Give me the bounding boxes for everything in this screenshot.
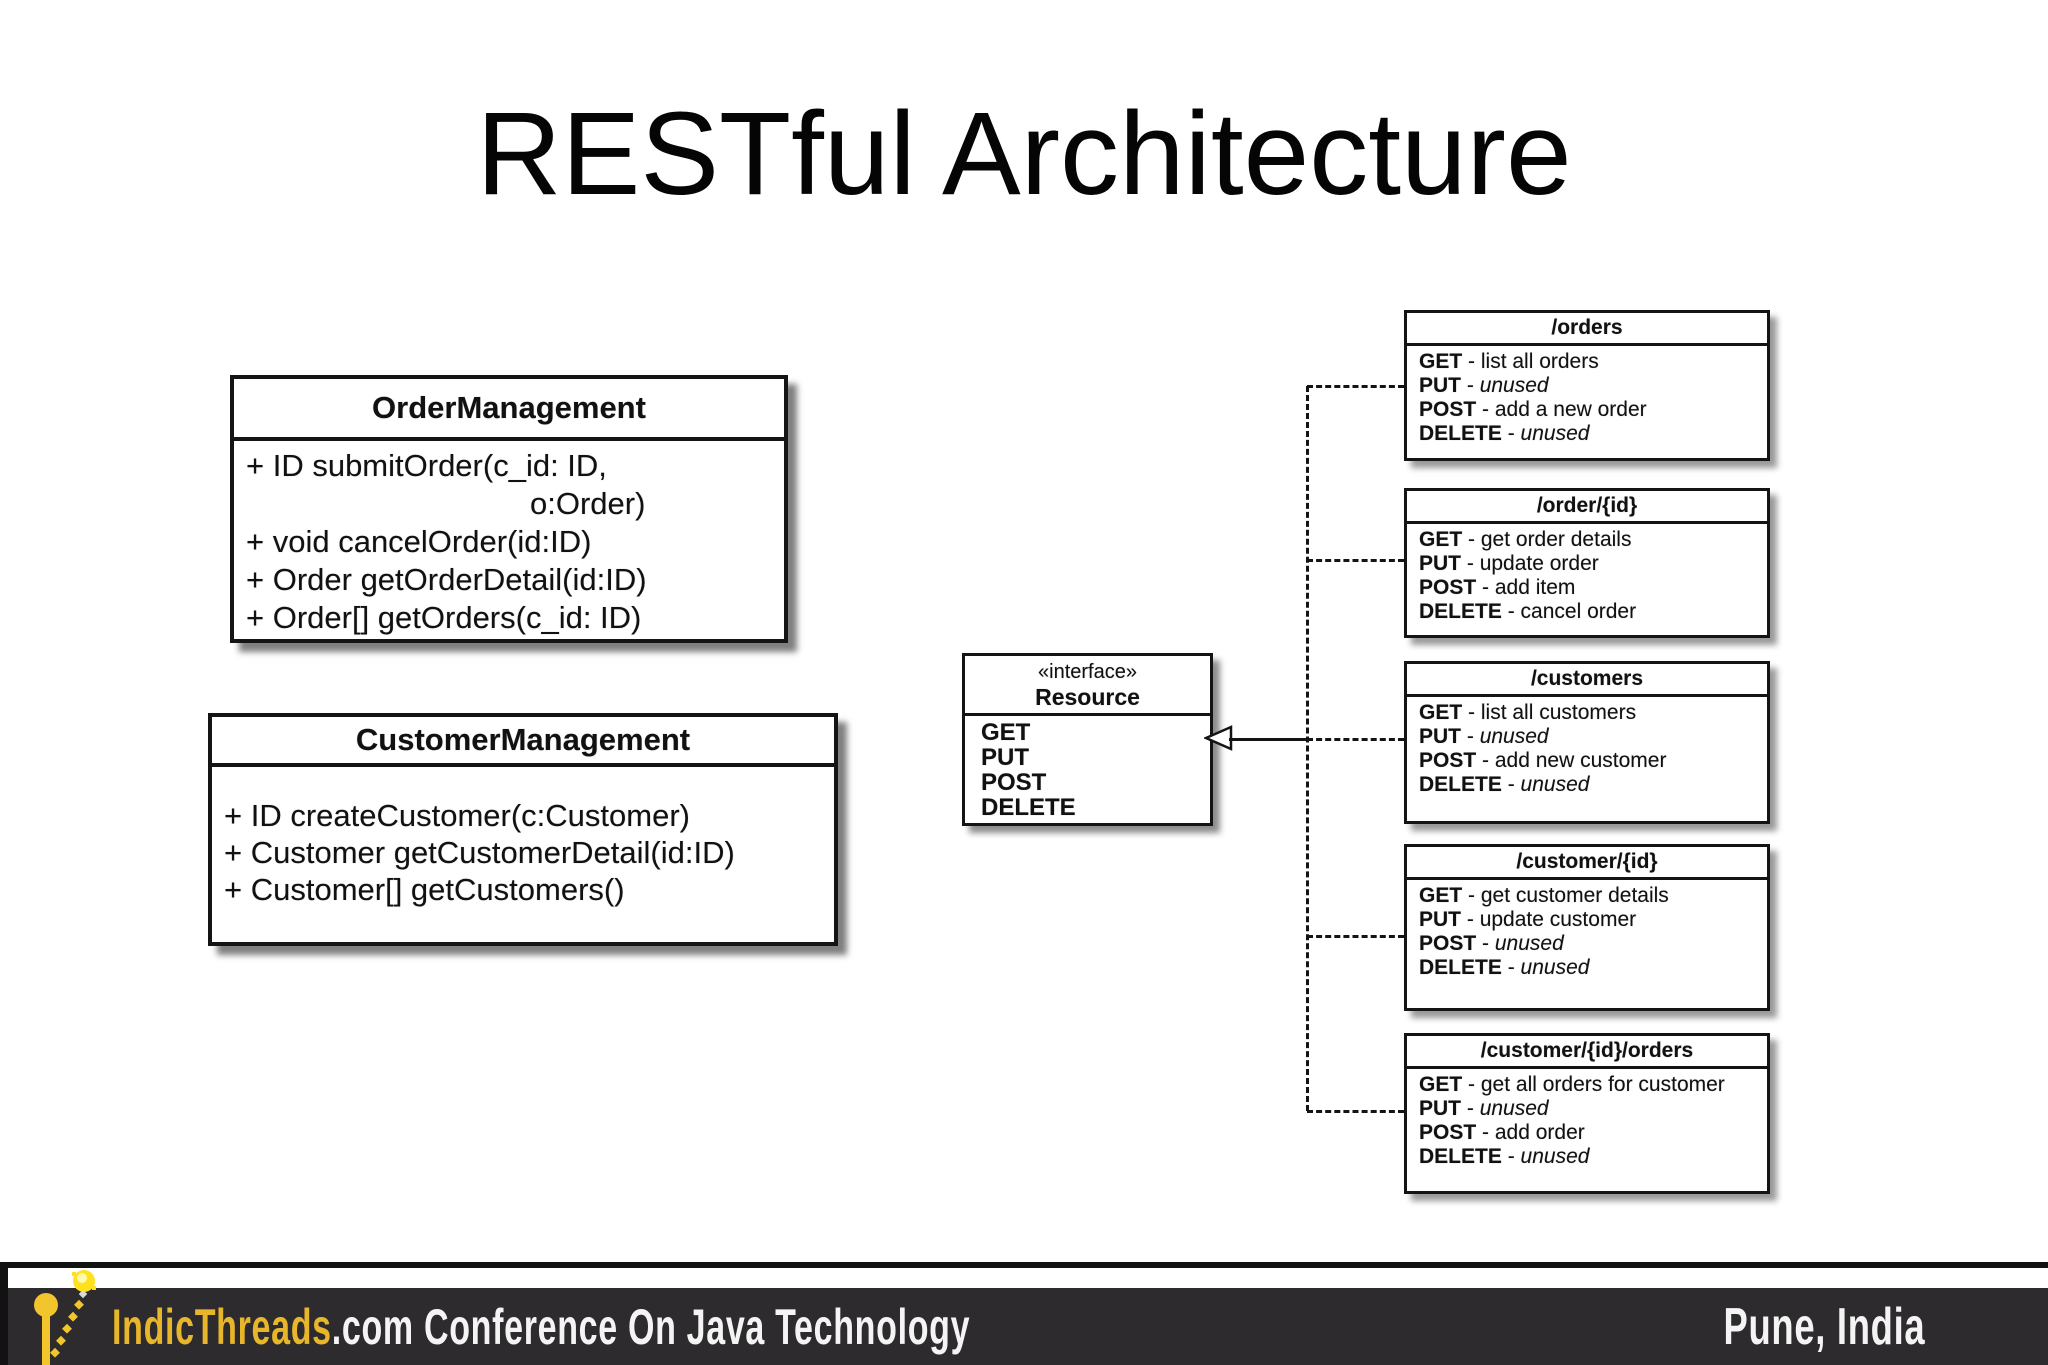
footer-divider-line bbox=[0, 1262, 2048, 1268]
class-method-line: + Order[] getOrders(c_id: ID) bbox=[246, 600, 642, 635]
dashed-connector-order-id bbox=[1307, 559, 1404, 562]
op-line: DELETE - unused bbox=[1419, 422, 1590, 445]
resource-box-customer-id: /customer/{id} GET - get customer detail… bbox=[1404, 844, 1770, 1011]
resource-box-orders: /orders GET - list all orders PUT - unus… bbox=[1404, 310, 1770, 461]
order-management-box: OrderManagement + ID submitOrder(c_id: I… bbox=[230, 375, 788, 643]
class-method-line: + ID createCustomer(c:Customer) bbox=[224, 798, 690, 833]
dashed-connector-vertical bbox=[1306, 386, 1309, 1111]
page-title: RESTful Architecture bbox=[476, 88, 1572, 220]
class-title: CustomerManagement bbox=[212, 717, 834, 767]
dashed-connector-customers bbox=[1307, 738, 1404, 741]
resource-path: /customer/{id}/orders bbox=[1407, 1036, 1767, 1069]
class-body: + ID submitOrder(c_id: ID, o:Order) + vo… bbox=[234, 441, 784, 637]
op-line: GET - list all orders bbox=[1419, 350, 1599, 373]
dashed-connector-customer-id bbox=[1307, 935, 1404, 938]
customer-management-box: CustomerManagement + ID createCustomer(c… bbox=[208, 713, 838, 946]
resource-ops: GET - list all orders PUT - unused POST … bbox=[1407, 346, 1767, 446]
resource-interface-box: «interface» Resource GET PUT POST DELETE bbox=[962, 653, 1213, 826]
class-body: + ID createCustomer(c:Customer) + Custom… bbox=[212, 767, 834, 908]
interface-body: GET PUT POST DELETE bbox=[965, 716, 1210, 820]
op-line: PUT - unused bbox=[1419, 1097, 1549, 1120]
indicthreads-logo-icon bbox=[34, 1270, 96, 1365]
resource-ops: GET - get order details PUT - update ord… bbox=[1407, 524, 1767, 624]
resource-path: /customers bbox=[1407, 664, 1767, 697]
op-line: DELETE - cancel order bbox=[1419, 600, 1637, 623]
op-line: PUT - unused bbox=[1419, 725, 1549, 748]
op-line: POST - add a new order bbox=[1419, 398, 1647, 421]
op-line: PUT - update customer bbox=[1419, 908, 1637, 931]
resource-path: /orders bbox=[1407, 313, 1767, 346]
http-method: POST bbox=[981, 769, 1047, 796]
class-method-line: o:Order) bbox=[530, 486, 646, 521]
footer-brand-line: IndicThreads.com Conference On Java Tech… bbox=[112, 1288, 970, 1365]
class-method-line: + ID submitOrder(c_id: ID, bbox=[246, 448, 607, 483]
op-line: GET - get order details bbox=[1419, 528, 1632, 551]
op-line: GET - list all customers bbox=[1419, 701, 1637, 724]
footer-location: Pune, India bbox=[1723, 1297, 1925, 1356]
resource-path: /customer/{id} bbox=[1407, 847, 1767, 880]
op-line: GET - get customer details bbox=[1419, 884, 1669, 907]
op-line: DELETE - unused bbox=[1419, 773, 1590, 796]
class-method-line: + Customer getCustomerDetail(id:ID) bbox=[224, 835, 735, 870]
op-line: PUT - update order bbox=[1419, 552, 1599, 575]
resource-ops: GET - list all customers PUT - unused PO… bbox=[1407, 697, 1767, 797]
footer-bar bbox=[0, 1288, 2048, 1365]
op-line: POST - add item bbox=[1419, 576, 1576, 599]
op-line: POST - add new customer bbox=[1419, 749, 1667, 772]
op-line: POST - unused bbox=[1419, 932, 1564, 955]
op-line: PUT - unused bbox=[1419, 374, 1549, 397]
op-line: DELETE - unused bbox=[1419, 1145, 1590, 1168]
class-method-line: + void cancelOrder(id:ID) bbox=[246, 524, 592, 559]
op-line: DELETE - unused bbox=[1419, 956, 1590, 979]
footer-tagline: .com Conference On Java Technology bbox=[331, 1298, 971, 1355]
resource-box-customers: /customers GET - list all customers PUT … bbox=[1404, 661, 1770, 824]
op-line: POST - add order bbox=[1419, 1121, 1585, 1144]
interface-stereotype: «interface» bbox=[1038, 661, 1137, 683]
http-method: GET bbox=[981, 719, 1031, 746]
dashed-connector-customer-orders bbox=[1307, 1110, 1404, 1113]
http-method: PUT bbox=[981, 744, 1029, 771]
interface-title: Resource bbox=[1035, 684, 1140, 710]
resource-ops: GET - get all orders for customer PUT - … bbox=[1407, 1069, 1767, 1169]
resource-ops: GET - get customer details PUT - update … bbox=[1407, 880, 1767, 980]
http-method: DELETE bbox=[981, 794, 1076, 821]
resource-path: /order/{id} bbox=[1407, 491, 1767, 524]
class-title: OrderManagement bbox=[234, 379, 784, 441]
footer-brand: IndicThreads bbox=[112, 1298, 332, 1355]
dashed-connector-orders bbox=[1307, 385, 1404, 388]
resource-box-order-id: /order/{id} GET - get order details PUT … bbox=[1404, 488, 1770, 638]
footer-left-edge bbox=[0, 1262, 8, 1365]
interface-header: «interface» Resource bbox=[965, 656, 1210, 716]
resource-box-customer-orders: /customer/{id}/orders GET - get all orde… bbox=[1404, 1033, 1770, 1194]
connector-solid-line bbox=[1229, 738, 1307, 741]
class-method-line: + Customer[] getCustomers() bbox=[224, 872, 625, 907]
class-method-line: + Order getOrderDetail(id:ID) bbox=[246, 562, 647, 597]
op-line: GET - get all orders for customer bbox=[1419, 1073, 1725, 1096]
